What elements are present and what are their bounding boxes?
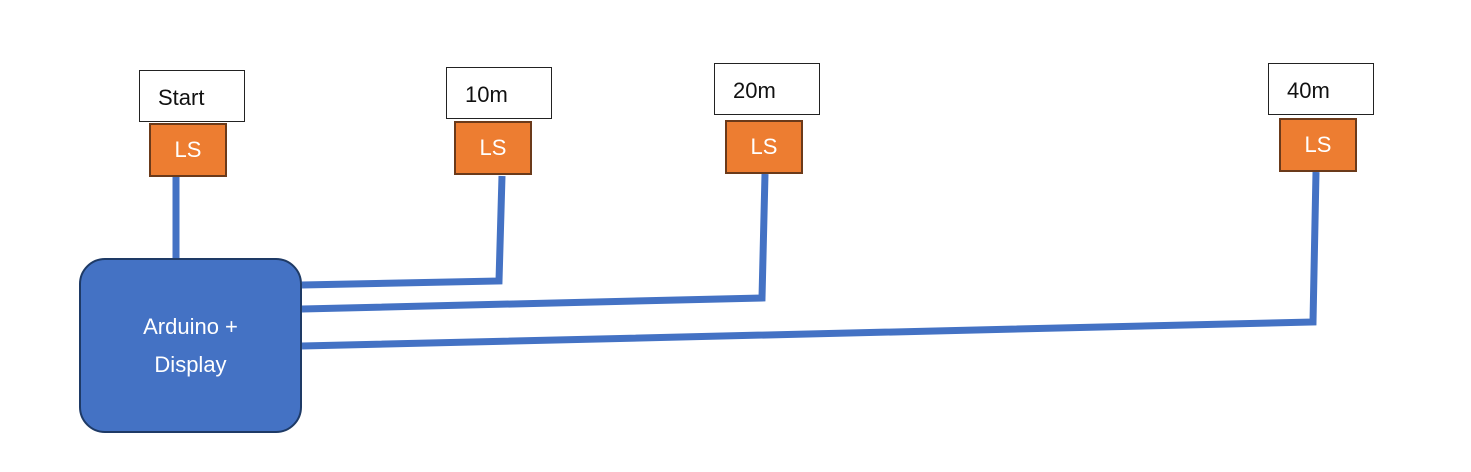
light-sensor-start-label: LS (174, 137, 202, 162)
arduino-display-box: Arduino + Display (79, 258, 302, 433)
label-10m: 10m (446, 67, 552, 119)
wire-20m (301, 173, 769, 313)
label-20m: 20m (714, 63, 820, 115)
light-sensor-10m-label: LS (479, 135, 507, 160)
light-sensor-40m-label: LS (1304, 132, 1332, 157)
wire-10m (301, 175, 506, 289)
label-10m-text: 10m (465, 82, 508, 107)
arduino-display-text: Arduino + Display (143, 308, 238, 384)
label-40m: 40m (1268, 63, 1374, 115)
light-sensor-20m-label: LS (750, 134, 778, 159)
label-start: Start (139, 70, 245, 122)
label-start-text: Start (158, 85, 205, 110)
light-sensor-start: LS (149, 123, 227, 177)
light-sensor-10m: LS (454, 121, 532, 175)
light-sensor-20m: LS (725, 120, 803, 174)
wire-40m (301, 171, 1320, 350)
controller-line-2: Display (154, 351, 227, 377)
label-40m-text: 40m (1287, 78, 1330, 103)
wire-group (172, 171, 1320, 350)
light-sensor-40m: LS (1279, 118, 1357, 172)
label-20m-text: 20m (733, 78, 776, 103)
controller-line-1: Arduino + (143, 313, 238, 339)
